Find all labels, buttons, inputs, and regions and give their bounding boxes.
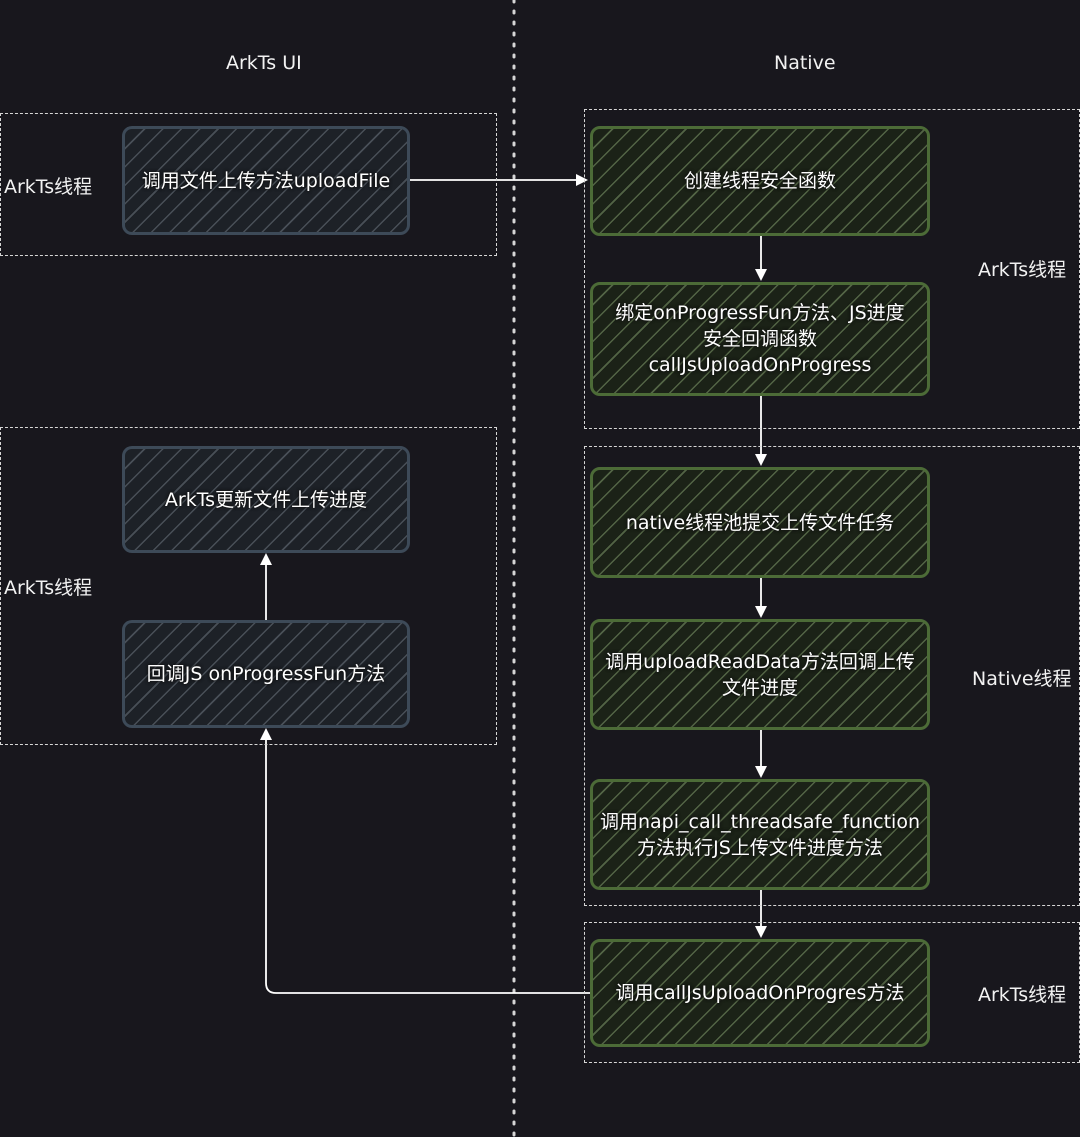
node-call-tsfn[interactable]: 调用napi_call_threadsafe_function 方法执行JS上传… [590, 779, 930, 890]
region-label-right-top: ArkTs线程 [978, 259, 1067, 281]
region-label-right-bottom: ArkTs线程 [978, 984, 1067, 1006]
node-call-js-progress-label: 调用callJsUploadOnProgres方法 [615, 982, 905, 1004]
column-title-native: Native [774, 52, 836, 74]
node-update-progress-label: ArkTs更新文件上传进度 [164, 488, 368, 511]
column-title-arkts-ui: ArkTs UI [226, 52, 302, 74]
arrow-jsprogress-to-callback [260, 728, 590, 994]
node-submit-task[interactable]: native线程池提交上传文件任务 [590, 467, 930, 578]
node-bind-callback[interactable]: 绑定onProgressFun方法、JS进度 安全回调函数 callJsUplo… [590, 282, 930, 396]
node-callback-js-label: 回调JS onProgressFun方法 [146, 663, 386, 685]
node-create-tsfn[interactable]: 创建线程安全函数 [590, 126, 930, 236]
node-callback-js[interactable]: 回调JS onProgressFun方法 [122, 620, 410, 728]
node-create-tsfn-label: 创建线程安全函数 [683, 170, 836, 192]
node-call-js-progress[interactable]: 调用callJsUploadOnProgres方法 [590, 939, 930, 1047]
node-upload-file[interactable]: 调用文件上传方法uploadFile [122, 126, 410, 235]
region-label-right-middle: Native线程 [972, 668, 1072, 690]
region-label-left-bottom: ArkTs线程 [4, 577, 93, 599]
region-left-top [0, 113, 497, 256]
region-label-left-top: ArkTs线程 [4, 176, 93, 198]
node-read-data-label: 调用uploadReadData方法回调上传 文件进度 [605, 650, 915, 699]
region-left-bottom [0, 427, 497, 745]
node-upload-file-label: 调用文件上传方法uploadFile [141, 169, 391, 192]
node-read-data[interactable]: 调用uploadReadData方法回调上传 文件进度 [590, 619, 930, 730]
node-bind-callback-label: 绑定onProgressFun方法、JS进度 安全回调函数 callJsUplo… [615, 302, 905, 376]
node-call-tsfn-label: 调用napi_call_threadsafe_function 方法执行JS上传… [600, 810, 920, 859]
node-submit-task-label: native线程池提交上传文件任务 [625, 511, 895, 534]
node-update-progress[interactable]: ArkTs更新文件上传进度 [122, 446, 410, 553]
